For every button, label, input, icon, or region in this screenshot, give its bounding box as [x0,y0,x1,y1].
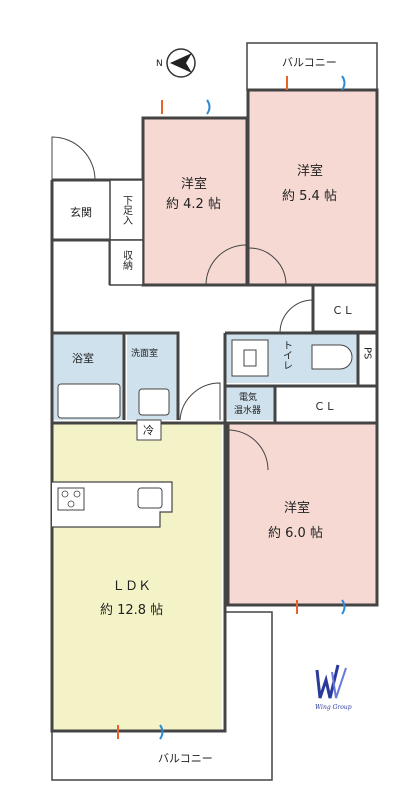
ps-label: PS [362,347,373,359]
window-marks [100,89,370,732]
room-6-0-size: 約 6.0 帖 [268,526,323,541]
bathtub-icon [57,383,121,419]
kitchen-sink-icon [137,487,163,509]
toilet-door-icon [279,299,314,334]
room-5-4-name: 洋室 [297,163,323,179]
storage-label: 収納 [121,250,133,271]
entrance-label: 玄関 [70,205,92,219]
room-6-0-name: 洋室 [284,500,310,516]
storage-closet [109,239,144,286]
compass-icon [166,48,196,78]
water-heater-label-2: 温水器 [234,404,261,416]
fridge-label: 冷 [143,424,154,437]
room-6-0-door-icon [227,429,269,471]
balcony-top-label: バルコニー [282,56,337,69]
room-western-5-4 [249,90,377,284]
room-western-6-0 [226,423,377,605]
shoe-box [109,179,144,241]
wing-group-logo [315,664,347,699]
toilet-bowl-icon [311,344,353,370]
closet-label-1: ＣＬ [332,304,354,317]
room-ldk [52,423,222,731]
stove-icon [57,487,85,511]
room-5-4-size: 約 5.4 帖 [282,189,337,204]
toilet-label: トイレ [281,340,293,370]
wash-door-icon [179,382,221,421]
balcony-bottom [51,611,273,781]
toilet-sink-icon [231,339,269,377]
room-4-2-name: 洋室 [181,176,207,192]
ldk-name: ＬＤＫ [112,579,151,594]
water-heater-area [226,386,274,420]
washroom-label: 洗面室 [131,347,158,359]
walls [50,88,379,733]
logo-text: Wing Group [315,704,352,711]
ventilation-icons [117,75,346,740]
room-5-4-door-icon [248,247,287,286]
room-4-2-size: 約 4.2 帖 [166,197,221,212]
fridge-box [136,419,162,441]
ldk-size: 約 12.8 帖 [100,603,163,618]
wash-basin-icon [138,388,170,416]
closet-label-2: ＣＬ [314,400,336,413]
water-heater-label-1: 電気 [239,391,257,403]
balcony-bottom-label: バルコニー [158,752,213,765]
entrance-door-icon [51,136,96,181]
room-western-4-2 [143,118,246,284]
shoe-box-label: 下足入 [121,195,133,225]
compass-north-label: N [156,59,163,69]
room-4-2-door-icon [205,244,247,286]
bath-label: 浴室 [72,351,94,365]
